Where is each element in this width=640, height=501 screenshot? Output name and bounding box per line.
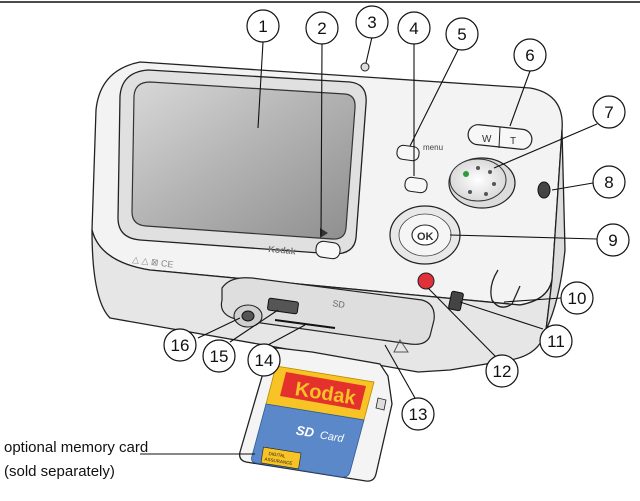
callouts: 1 2 3 4 5 6 7 8 9 10 11 12 13 14 15 16 — [163, 5, 630, 431]
svg-text:2: 2 — [317, 19, 326, 38]
strap-loop — [490, 269, 521, 308]
mode-dial — [448, 157, 516, 209]
review-button — [315, 240, 341, 260]
zoom-wide-label: W — [482, 134, 492, 145]
battery-door — [220, 277, 435, 345]
tripod-socket — [233, 304, 263, 328]
memory-card: Kodak SD Card DIGITAL ASSURANCE — [238, 347, 393, 482]
svg-text:6: 6 — [525, 46, 534, 65]
svg-text:1: 1 — [258, 17, 267, 36]
svg-text:14: 14 — [255, 351, 274, 370]
svg-text:9: 9 — [608, 231, 617, 250]
card-word: Card — [319, 429, 345, 445]
card-badge — [260, 446, 302, 470]
ok-controller: OK — [389, 205, 461, 265]
camera-brand-lettering: Kodak — [268, 244, 297, 256]
callout-6: 6 — [513, 38, 547, 72]
ok-label: OK — [417, 231, 434, 243]
callout-15: 15 — [202, 339, 236, 373]
svg-text:16: 16 — [171, 336, 190, 355]
strap-post — [537, 181, 551, 199]
zoom-button: W T — [467, 124, 533, 150]
svg-text:13: 13 — [409, 405, 428, 424]
menu-button — [404, 176, 428, 194]
ready-light — [360, 62, 370, 72]
callout-16: 16 — [163, 328, 197, 362]
battery-door-arrow — [393, 339, 409, 353]
dock-connector — [267, 297, 299, 315]
svg-text:11: 11 — [547, 332, 565, 351]
callout-4: 4 — [397, 11, 431, 45]
callout-11: 11 — [539, 324, 573, 358]
card-slot — [274, 319, 336, 329]
card-sd-logo: SD — [295, 423, 316, 441]
card-badge-line2: ASSURANCE — [264, 456, 292, 465]
callout-12: 12 — [485, 354, 519, 388]
callout-1: 1 — [246, 9, 280, 43]
zoom-tele-label: T — [510, 136, 516, 147]
svg-text:12: 12 — [493, 362, 512, 381]
svg-text:3: 3 — [367, 13, 376, 32]
card-caption-line2: (sold separately) — [4, 463, 115, 480]
callout-3: 3 — [355, 5, 389, 39]
svg-text:8: 8 — [604, 173, 613, 192]
share-button — [396, 144, 420, 162]
callout-2: 2 — [305, 11, 339, 45]
svg-text:7: 7 — [604, 103, 613, 122]
card-caption-line1: optional memory card — [4, 439, 148, 456]
callout-5: 5 — [445, 17, 479, 51]
lcd-screen — [131, 81, 356, 240]
menu-label: menu — [423, 143, 443, 152]
callout-13: 13 — [401, 397, 435, 431]
svg-text:10: 10 — [568, 289, 587, 308]
card-badge-line1: DIGITAL — [268, 451, 286, 459]
record-button — [417, 272, 435, 290]
callout-14: 14 — [247, 343, 281, 377]
review-icon — [320, 228, 328, 238]
svg-text:5: 5 — [457, 25, 466, 44]
callout-9: 9 — [596, 223, 630, 257]
callout-8: 8 — [592, 165, 626, 199]
callout-10: 10 — [560, 281, 594, 315]
svg-text:15: 15 — [210, 347, 229, 366]
svg-text:SD: SD — [332, 298, 347, 310]
callout-7: 7 — [592, 95, 626, 129]
leader-lines — [140, 36, 598, 455]
svg-text:4: 4 — [409, 19, 418, 38]
